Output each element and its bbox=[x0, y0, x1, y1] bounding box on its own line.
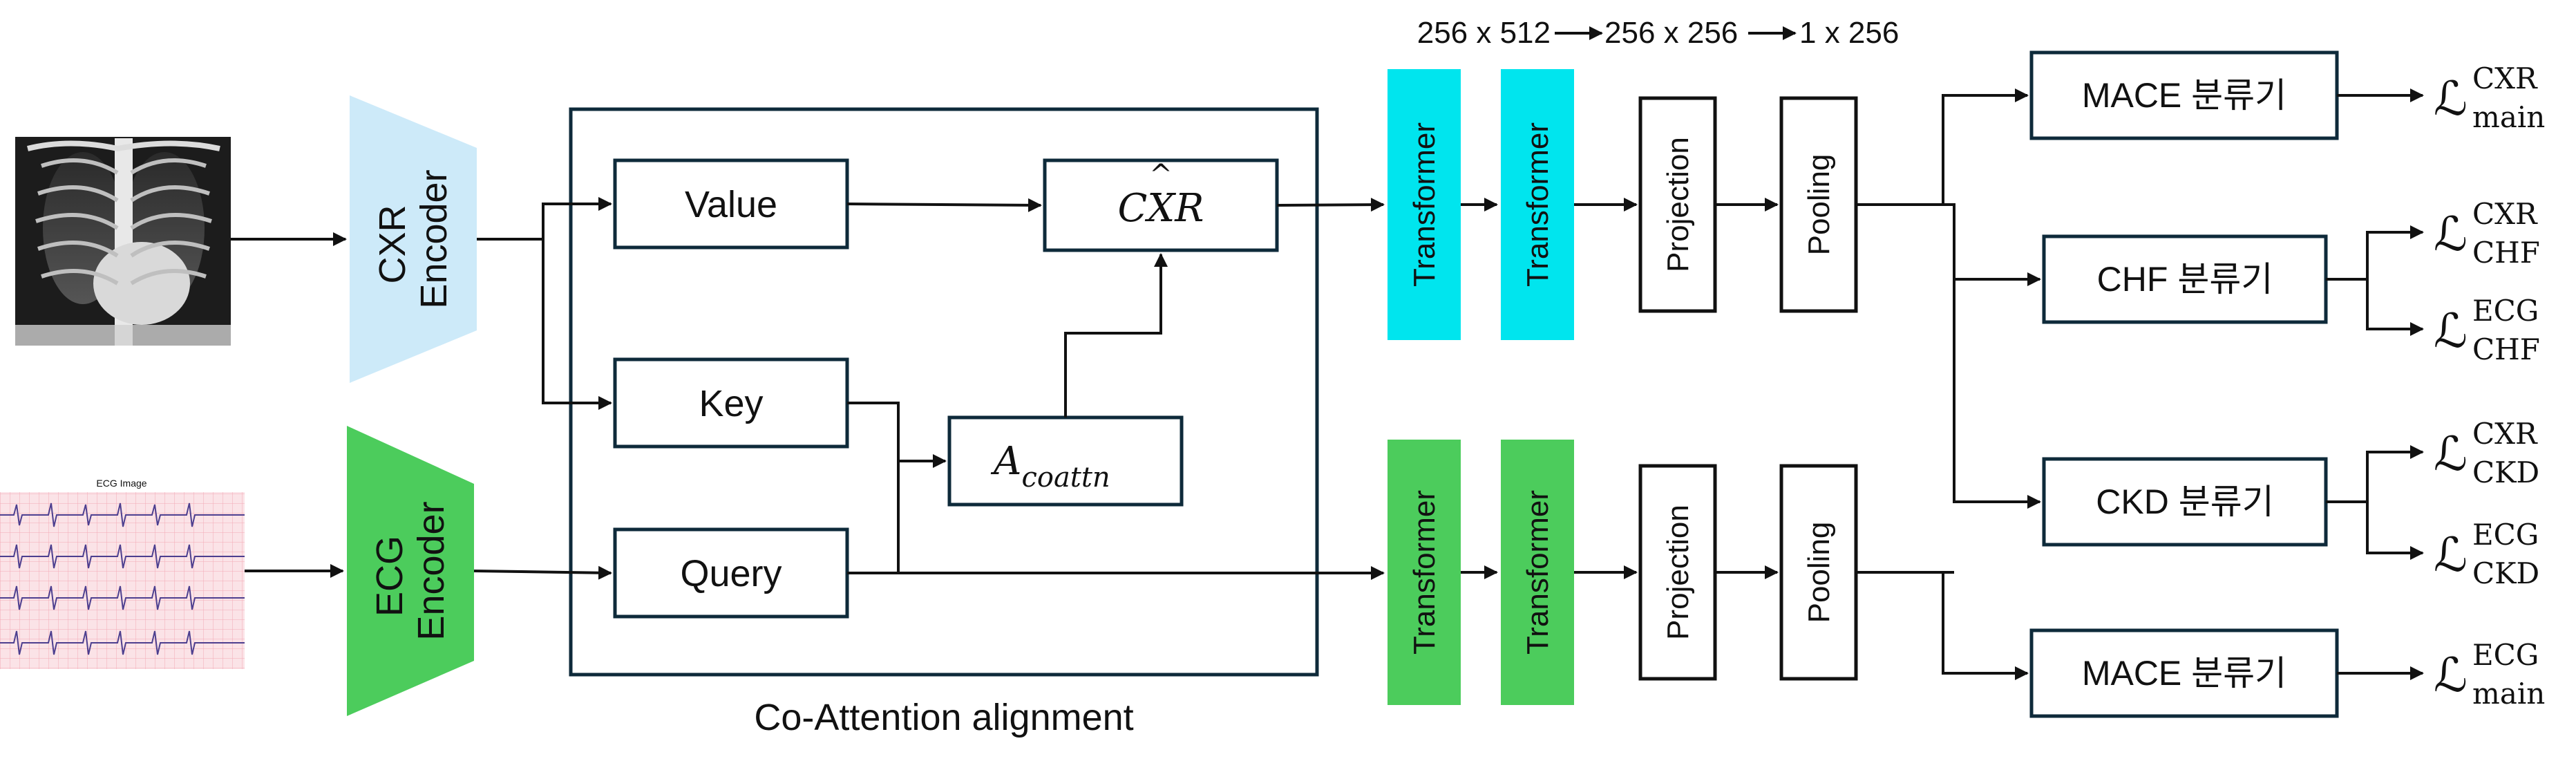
value-label: Value bbox=[685, 184, 777, 225]
cxr-encoder: CXR Encoder bbox=[350, 95, 477, 383]
loss-ckd-cxr: ℒ CXR CKD bbox=[2434, 417, 2539, 489]
mace-classifier-bottom-label: MACE 분류기 bbox=[2082, 654, 2286, 693]
dim-label-1: 256 x 512 bbox=[1417, 16, 1551, 50]
svg-text:CKD: CKD bbox=[2472, 556, 2539, 590]
cxr-pooling: Pooling bbox=[1779, 96, 1858, 313]
svg-text:CXR: CXR bbox=[2472, 417, 2538, 451]
loss-main-ecg: ℒ ECG main bbox=[2434, 638, 2545, 711]
svg-text:ECG Encoder: ECG Encoder bbox=[369, 501, 452, 640]
ecg-pooling: Pooling bbox=[1779, 464, 1858, 681]
svg-text:ECG: ECG bbox=[2472, 518, 2539, 552]
key-box: Key bbox=[613, 357, 849, 449]
connectors bbox=[231, 88, 2424, 680]
svg-text:CXR Encoder: CXR Encoder bbox=[372, 169, 455, 308]
query-label: Query bbox=[680, 553, 782, 594]
ecg-encoder: ECG Encoder bbox=[347, 426, 474, 716]
dimension-labels: 256 x 512 256 x 256 1 x 256 bbox=[1417, 16, 1900, 50]
cxr-pooling-label: Pooling bbox=[1802, 154, 1836, 256]
chf-classifier: CHF 분류기 bbox=[2042, 234, 2328, 324]
chf-classifier-label: CHF 분류기 bbox=[2097, 260, 2273, 299]
svg-text:CHF: CHF bbox=[2472, 236, 2540, 270]
svg-text:ℒ: ℒ bbox=[2434, 528, 2468, 583]
cxr-transformer-2: Transformer bbox=[1501, 69, 1574, 340]
ecg-transformer-1: Transformer bbox=[1388, 440, 1461, 705]
cxr-transformer-1-label: Transformer bbox=[1408, 122, 1441, 287]
value-box: Value bbox=[613, 158, 849, 250]
ecg-input-image: ECG Image bbox=[0, 478, 245, 669]
co-attention-caption: Co-Attention alignment bbox=[754, 697, 1133, 738]
ecg-transformer-2-label: Transformer bbox=[1521, 490, 1555, 655]
mace-classifier-top: MACE 분류기 bbox=[2029, 50, 2339, 140]
co-attention-block: Value Key Query CXR ^ Acoattn Co-Attenti… bbox=[569, 107, 1319, 738]
svg-text:ℒ: ℒ bbox=[2434, 648, 2468, 703]
loss-chf-ecg: ℒ ECG CHF bbox=[2434, 294, 2540, 366]
ecg-branch: Transformer Transformer Projection Pooli… bbox=[1388, 440, 1858, 705]
cxr-projection-label: Projection bbox=[1661, 137, 1695, 272]
cxr-hat-label: CXR bbox=[1118, 186, 1204, 231]
loss-main-cxr: ℒ CXR main bbox=[2434, 62, 2545, 134]
ckd-classifier-label: CKD 분류기 bbox=[2096, 482, 2273, 521]
ecg-encoder-label-1: ECG bbox=[369, 536, 410, 617]
a-coattn-label: Acoattn bbox=[990, 439, 1110, 494]
a-coattn-box: Acoattn bbox=[947, 415, 1184, 507]
cxr-encoder-label-1: CXR bbox=[372, 205, 413, 284]
svg-text:ℒ: ℒ bbox=[2434, 427, 2468, 482]
cxr-branch: Transformer Transformer Projection Pooli… bbox=[1388, 69, 1858, 340]
ecg-pooling-label: Pooling bbox=[1802, 522, 1836, 623]
cxr-projection: Projection bbox=[1638, 96, 1717, 313]
ecg-projection: Projection bbox=[1638, 464, 1717, 681]
cxr-transformer-2-label: Transformer bbox=[1521, 122, 1555, 287]
ecg-projection-label: Projection bbox=[1661, 505, 1695, 640]
ckd-classifier: CKD 분류기 bbox=[2042, 457, 2328, 547]
svg-text:ℒ: ℒ bbox=[2434, 72, 2468, 126]
cxr-encoder-shape bbox=[350, 95, 477, 383]
query-box: Query bbox=[613, 527, 849, 619]
dim-label-2: 256 x 256 bbox=[1604, 16, 1738, 50]
ecg-transformer-2: Transformer bbox=[1501, 440, 1574, 705]
ecg-transformer-1-label: Transformer bbox=[1408, 490, 1441, 655]
key-label: Key bbox=[699, 383, 763, 424]
classifiers: MACE 분류기 CHF 분류기 CKD 분류기 MACE 분류기 bbox=[2029, 50, 2339, 718]
cxr-input-image bbox=[15, 137, 231, 346]
ecg-image-title: ECG Image bbox=[96, 478, 146, 489]
svg-text:CHF: CHF bbox=[2472, 332, 2540, 366]
svg-text:CXR: CXR bbox=[2472, 197, 2538, 231]
mace-classifier-bottom: MACE 분류기 bbox=[2029, 628, 2339, 718]
ecg-encoder-shape bbox=[347, 426, 474, 716]
mace-classifier-top-label: MACE 분류기 bbox=[2082, 76, 2286, 115]
svg-text:ECG: ECG bbox=[2472, 294, 2539, 328]
loss-ckd-ecg: ℒ ECG CKD bbox=[2434, 518, 2539, 590]
loss-chf-cxr: ℒ CXR CHF bbox=[2434, 197, 2540, 270]
hat-accent: ^ bbox=[1149, 159, 1173, 191]
svg-text:CXR: CXR bbox=[2472, 62, 2538, 95]
svg-text:ECG: ECG bbox=[2472, 638, 2539, 672]
svg-text:main: main bbox=[2472, 677, 2545, 711]
cxr-encoder-label-2: Encoder bbox=[413, 169, 455, 308]
losses: ℒ CXR main ℒ CXR CHF ℒ ECG CHF ℒ CXR CKD… bbox=[2434, 62, 2545, 711]
ecg-encoder-label-2: Encoder bbox=[410, 501, 452, 640]
svg-text:ℒ: ℒ bbox=[2434, 207, 2468, 262]
cxr-hat-box: CXR ^ bbox=[1043, 158, 1279, 252]
dim-label-3: 1 x 256 bbox=[1799, 16, 1899, 50]
cxr-transformer-1: Transformer bbox=[1388, 69, 1461, 340]
svg-text:ℒ: ℒ bbox=[2434, 304, 2468, 359]
svg-text:CKD: CKD bbox=[2472, 456, 2539, 489]
svg-text:main: main bbox=[2472, 100, 2545, 134]
